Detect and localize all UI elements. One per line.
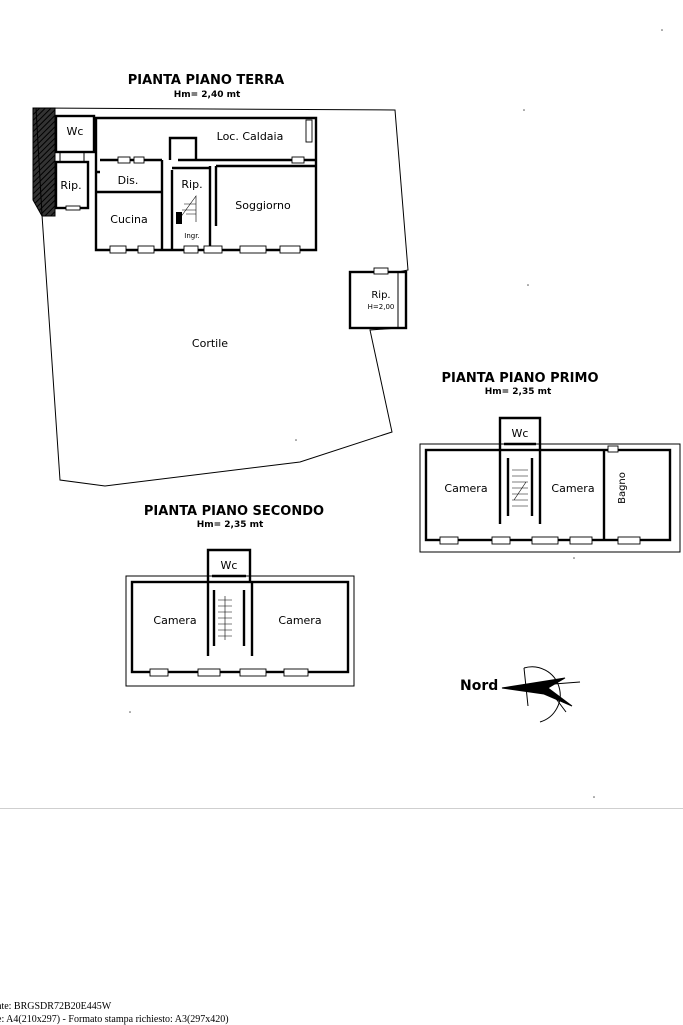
courtyard-outline: [35, 107, 409, 487]
rip-left-window: [65, 205, 81, 211]
second-floor-walls: [130, 580, 350, 674]
first-stair: [512, 469, 528, 507]
rip-center-walls: [170, 166, 212, 226]
second-interior-walls: [206, 582, 254, 656]
ground-floor-title: PIANTA PIANO TERRA: [128, 73, 284, 88]
bagno-label: Bagno: [617, 472, 628, 504]
loc-caldaia-walls: [100, 136, 316, 162]
ground-bottom-windows: [109, 245, 301, 254]
cortile-label: Cortile: [192, 337, 228, 350]
arrow-shape: [501, 677, 573, 707]
stair-landing: [176, 212, 182, 224]
ground-stair: [179, 195, 197, 222]
soggiorno-label: Soggiorno: [235, 199, 291, 212]
scan-specks: [129, 29, 663, 798]
ground-floor-plan: PIANTA PIANO TERRA Hm= 2,40 mt: [32, 73, 409, 487]
first-interior-walls: [498, 450, 606, 540]
ground-main-walls: [94, 116, 318, 252]
second-wc-label: Wc: [221, 559, 238, 572]
first-camera-right-label: Camera: [551, 482, 594, 495]
second-floor-plan: PIANTA PIANO SECONDO Hm= 2,35 mt Wc Came…: [125, 504, 355, 687]
footer-line-2: ne: A4(210x297) - Formato stampa richies…: [0, 1014, 229, 1025]
loc-caldaia-label: Loc. Caldaia: [217, 130, 284, 143]
first-camera-left-label: Camera: [444, 482, 487, 495]
north-label: Nord: [460, 678, 498, 694]
north-arrow: Nord: [460, 666, 581, 723]
ingresso-label: Ingr.: [184, 232, 199, 240]
first-bottom-windows: [439, 536, 641, 545]
bagno-window: [607, 445, 619, 453]
first-wc-walls: [498, 416, 542, 450]
second-wc-walls: [206, 548, 252, 582]
arrow-lines: [501, 681, 581, 713]
wc-rip-link: [59, 152, 85, 162]
ground-top-windows: [117, 156, 305, 164]
soggiorno-wall: [214, 164, 316, 226]
second-stair: [218, 596, 232, 640]
page-divider: [0, 808, 683, 809]
footer-line-1: ente: BRGSDR72B20E445W: [0, 1001, 112, 1012]
dis-label: Dis.: [118, 174, 139, 187]
second-bottom-windows: [149, 668, 309, 677]
second-camera-right-label: Camera: [278, 614, 321, 627]
first-wc-label: Wc: [512, 427, 529, 440]
second-floor-height: Hm= 2,35 mt: [197, 520, 264, 530]
first-floor-title: PIANTA PIANO PRIMO: [442, 371, 599, 386]
ground-floor-height: Hm= 2,40 mt: [174, 90, 241, 100]
first-floor-walls: [424, 448, 672, 542]
first-floor-height: Hm= 2,35 mt: [485, 387, 552, 397]
annex-rip-label: Rip.: [371, 290, 390, 301]
hatched-boundary-wall: [32, 107, 56, 217]
second-floor-title: PIANTA PIANO SECONDO: [144, 504, 324, 519]
ground-wc-room: [54, 114, 96, 154]
annex-height-label: H=2,00: [368, 303, 395, 311]
cucina-dis-walls: [96, 160, 164, 250]
ground-rip-left-label: Rip.: [60, 179, 81, 192]
cucina-label: Cucina: [110, 213, 147, 226]
annex-window: [373, 267, 389, 275]
first-floor-outer: [419, 443, 681, 553]
ground-rip-center-label: Rip.: [181, 178, 202, 191]
first-floor-plan: PIANTA PIANO PRIMO Hm= 2,35 mt Wc Camera…: [419, 371, 681, 553]
ground-wc-label: Wc: [67, 125, 84, 138]
second-camera-left-label: Camera: [153, 614, 196, 627]
caldaia-window: [305, 119, 313, 143]
